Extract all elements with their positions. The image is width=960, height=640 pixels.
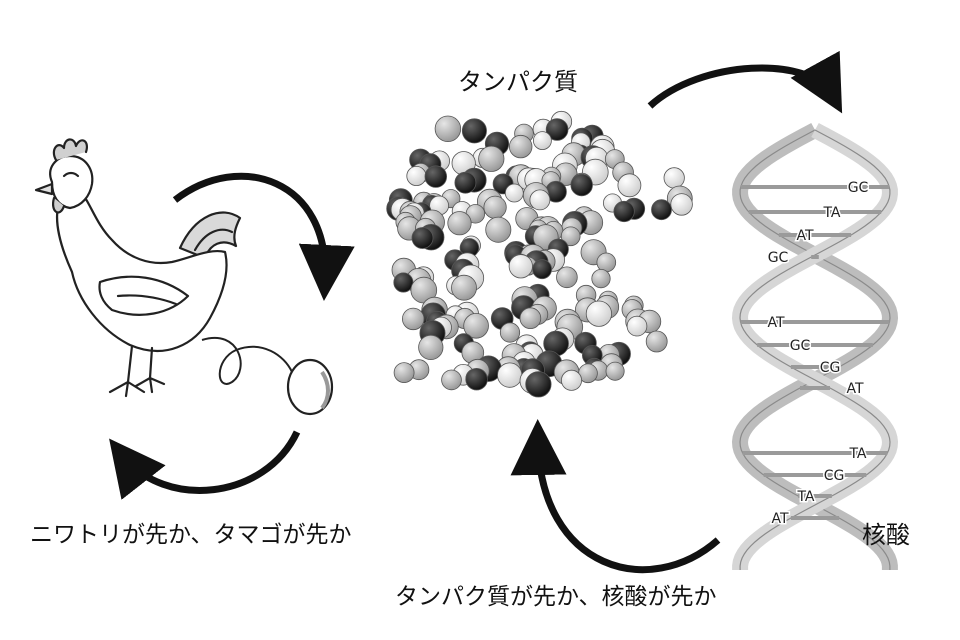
dna-base-pair-label: TA	[796, 489, 814, 505]
egg-illustration	[201, 337, 334, 416]
protein-atom	[497, 362, 523, 388]
protein-atom	[424, 165, 448, 188]
protein-atom	[529, 189, 551, 211]
protein-atom	[499, 322, 521, 343]
protein-molecule	[386, 110, 693, 398]
protein-atom	[454, 171, 477, 194]
protein-atom	[533, 131, 552, 151]
protein-atom	[406, 165, 427, 186]
dna-base-pair-label: GC	[790, 338, 811, 354]
protein-atom	[461, 118, 487, 144]
protein-atom	[393, 272, 414, 293]
cycle-arrow-chicken-to-egg	[172, 172, 355, 301]
protein-atom	[596, 252, 617, 273]
protein-atom	[613, 200, 635, 223]
protein-atom	[418, 334, 444, 360]
dna-base-pair-label: TA	[822, 205, 840, 221]
protein-label: タンパク質	[458, 68, 578, 96]
protein-atom	[532, 259, 552, 280]
dna-base-pair-label: AT	[796, 228, 813, 244]
protein-atom	[570, 173, 593, 197]
protein-atom	[402, 307, 425, 331]
protein-atom	[591, 268, 611, 289]
protein-atom	[508, 254, 533, 279]
dna-base-pair-label: GC	[848, 180, 869, 196]
protein-atom	[463, 312, 489, 339]
protein-atom	[509, 134, 533, 159]
dna-base-pair-label: CG	[824, 468, 845, 484]
arrow-nucleic-to-protein	[510, 419, 721, 574]
cycle-arrow-egg-to-chicken	[109, 430, 301, 500]
protein-atom	[663, 167, 685, 189]
dna-base-pair-label: AT	[767, 315, 784, 331]
protein-atom	[519, 307, 542, 330]
protein-atom	[670, 193, 693, 216]
protein-atom	[556, 266, 578, 289]
protein-atom	[451, 274, 477, 301]
protein-atom	[483, 195, 507, 219]
chicken-egg-caption: ニワトリが先か、タマゴが先か	[30, 522, 352, 548]
protein-atom	[626, 315, 648, 337]
protein-atom	[485, 216, 512, 243]
protein-atom	[465, 368, 488, 391]
protein-atom	[561, 369, 583, 391]
protein-atom	[605, 361, 625, 381]
dna-base-pair-label: TA	[848, 446, 866, 462]
protein-atom	[645, 330, 668, 353]
protein-atom	[478, 145, 505, 172]
dna-base-pair-label: AT	[771, 511, 788, 527]
protein-atom	[447, 211, 472, 236]
protein-atom	[651, 199, 672, 221]
dna-base-pair-label: GC	[768, 250, 789, 266]
protein-atom	[545, 118, 569, 141]
chicken-illustration	[34, 138, 242, 398]
protein-atom	[441, 369, 462, 391]
protein-atom	[617, 173, 642, 198]
protein-atom	[585, 300, 613, 327]
protein-atom	[411, 227, 434, 249]
dna-base-pair-label: AT	[846, 381, 863, 397]
nucleic-acid-label: 核酸	[862, 521, 910, 549]
protein-atom	[393, 362, 415, 384]
protein-atom	[434, 115, 462, 143]
protein-nucleic-caption: タンパク質が先か、核酸が先か	[395, 584, 717, 610]
protein-atom	[525, 371, 552, 398]
protein-atom	[504, 183, 524, 203]
arrow-protein-to-nucleic	[647, 50, 843, 114]
dna-base-pair-label: CG	[820, 360, 841, 376]
protein-atom	[560, 226, 581, 247]
